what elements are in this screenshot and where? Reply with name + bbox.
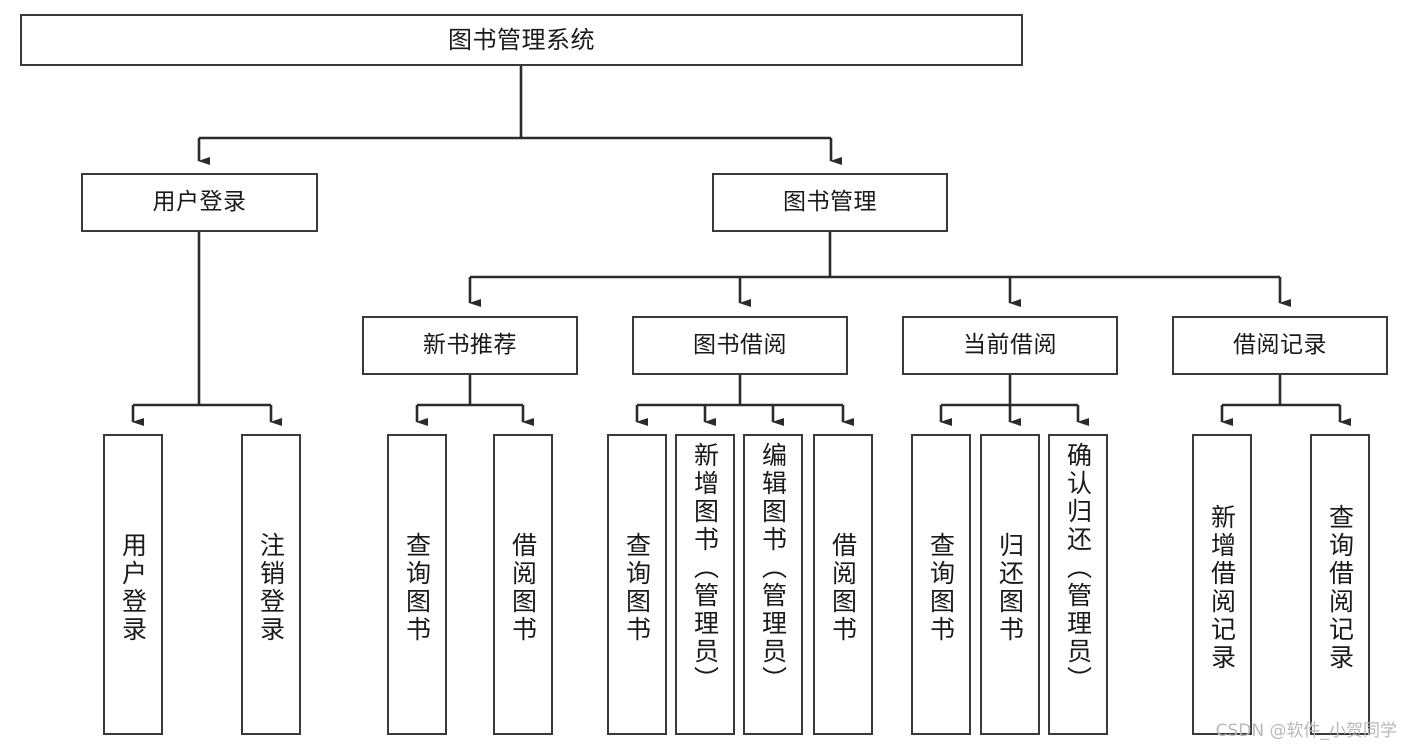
- node-label: 归还图书: [995, 531, 1025, 644]
- leaf-book-borrow-borrow[interactable]: 借阅图书: [813, 434, 873, 735]
- node-label: 新书推荐: [423, 331, 517, 358]
- node-root-system[interactable]: 图书管理系统: [20, 14, 1023, 66]
- node-label: 查询借阅记录: [1325, 503, 1355, 672]
- leaf-current-borrow-confirm-return[interactable]: 确认归还（管理员）: [1048, 434, 1108, 735]
- node-label: 图书管理: [783, 188, 877, 215]
- node-label: 图书借阅: [693, 331, 787, 358]
- node-book-borrow[interactable]: 图书借阅: [632, 316, 848, 375]
- node-label: 确认归还（管理员）: [1063, 442, 1093, 694]
- leaf-book-borrow-add[interactable]: 新增图书（管理员）: [675, 434, 735, 735]
- leaf-new-book-borrow[interactable]: 借阅图书: [493, 434, 553, 735]
- node-label: 图书管理系统: [448, 25, 595, 54]
- node-label: 借阅图书: [828, 531, 858, 644]
- node-new-book-recommend[interactable]: 新书推荐: [362, 316, 578, 375]
- csdn-watermark: CSDN @软件_小贺同学: [1215, 721, 1397, 741]
- node-label: 新增图书（管理员）: [690, 442, 720, 694]
- leaf-borrow-record-add[interactable]: 新增借阅记录: [1192, 434, 1252, 735]
- leaf-new-book-query[interactable]: 查询图书: [387, 434, 447, 735]
- node-label: 查询图书: [622, 531, 652, 644]
- node-label: 新增借阅记录: [1207, 503, 1237, 672]
- leaf-book-borrow-edit[interactable]: 编辑图书（管理员）: [743, 434, 803, 735]
- leaf-user-login-logout[interactable]: 注销登录: [241, 434, 301, 735]
- node-current-borrow[interactable]: 当前借阅: [902, 316, 1118, 375]
- node-label: 借阅记录: [1233, 331, 1327, 358]
- node-borrow-record[interactable]: 借阅记录: [1172, 316, 1388, 375]
- leaf-borrow-record-query[interactable]: 查询借阅记录: [1310, 434, 1370, 735]
- node-label: 查询图书: [402, 531, 432, 644]
- leaf-book-borrow-query[interactable]: 查询图书: [607, 434, 667, 735]
- node-label: 查询图书: [926, 531, 956, 644]
- node-label: 当前借阅: [963, 331, 1057, 358]
- node-label: 编辑图书（管理员）: [758, 442, 788, 694]
- leaf-current-borrow-query[interactable]: 查询图书: [911, 434, 971, 735]
- node-label: 用户登录: [118, 531, 148, 644]
- node-label: 用户登录: [152, 188, 247, 215]
- leaf-user-login-login[interactable]: 用户登录: [103, 434, 163, 735]
- node-label: 注销登录: [256, 531, 286, 644]
- node-label: 借阅图书: [508, 531, 538, 644]
- node-book-management[interactable]: 图书管理: [712, 173, 948, 232]
- node-user-login[interactable]: 用户登录: [81, 173, 318, 232]
- leaf-current-borrow-return[interactable]: 归还图书: [980, 434, 1040, 735]
